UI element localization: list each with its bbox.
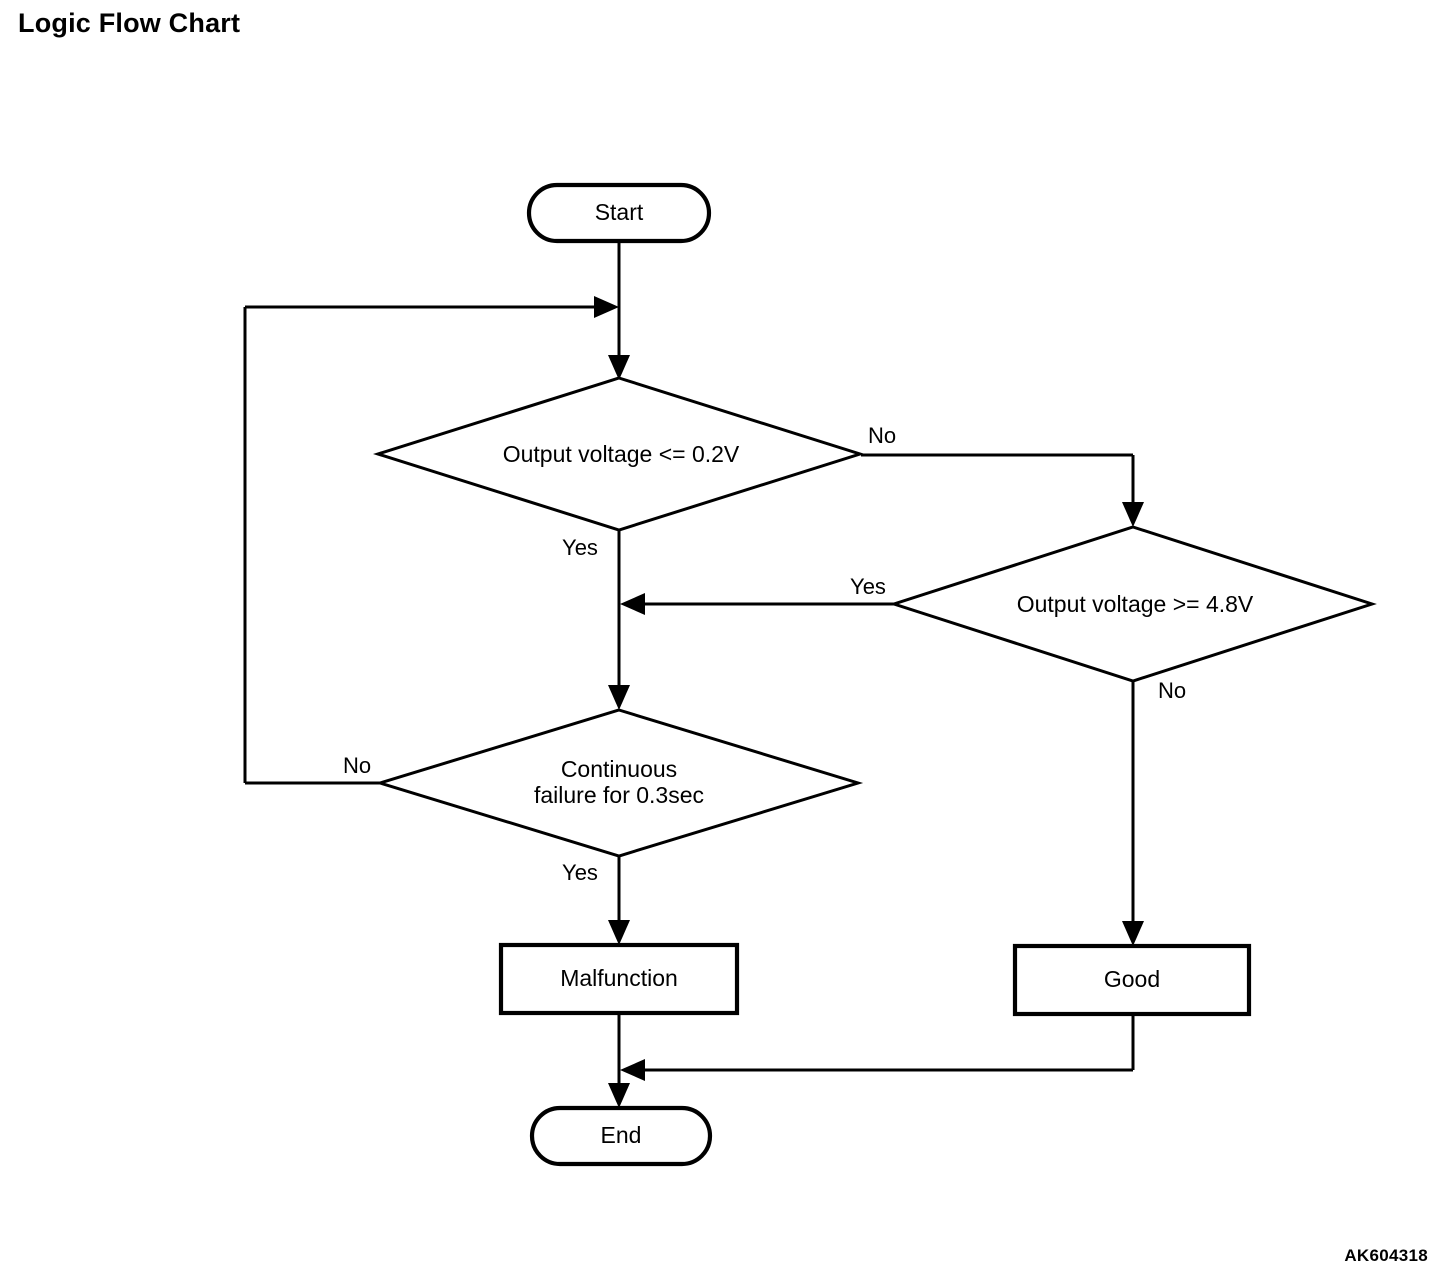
node-good[interactable] (1012, 943, 1252, 1017)
edge-label-decision3-no: No (343, 753, 371, 778)
node-decision1-label: Output voltage <= 0.2V (503, 441, 740, 467)
node-start-label: Start (595, 199, 644, 225)
node-decision2-label: Output voltage >= 4.8V (1017, 591, 1254, 617)
arrowhead-decision2-yes-merge (620, 593, 645, 615)
arrowhead-into-decision2 (1122, 502, 1144, 527)
arrowhead-into-decision1 (608, 355, 630, 380)
node-decision-output-voltage-high[interactable] (889, 525, 1377, 683)
edge-label-decision2-no: No (1158, 678, 1186, 703)
node-end[interactable] (529, 1105, 713, 1167)
page-title: Logic Flow Chart (18, 8, 241, 38)
node-decision3-label-line1: Continuous (561, 756, 677, 782)
edge-label-decision1-no: No (868, 423, 896, 448)
arrowhead-into-end (608, 1083, 630, 1108)
edge-label-decision3-yes: Yes (562, 860, 598, 885)
node-decision3-label-line2: failure for 0.3sec (534, 782, 704, 808)
node-malfunction-label: Malfunction (560, 965, 678, 991)
arrowhead-into-malfunction (608, 920, 630, 945)
node-decision-output-voltage-low[interactable] (373, 376, 865, 532)
node-good-label: Good (1104, 966, 1160, 992)
edge-label-decision2-yes: Yes (850, 574, 886, 599)
node-malfunction[interactable] (498, 942, 740, 1016)
node-decision-continuous-failure[interactable] (374, 708, 864, 858)
reference-code: AK604318 (1344, 1246, 1428, 1265)
arrowhead-into-decision3 (608, 685, 630, 710)
node-end-label: End (601, 1122, 642, 1148)
arrowhead-into-good (1122, 921, 1144, 946)
arrowhead-good-merge (620, 1059, 645, 1081)
node-start[interactable] (526, 182, 712, 244)
edge-label-decision1-yes: Yes (562, 535, 598, 560)
